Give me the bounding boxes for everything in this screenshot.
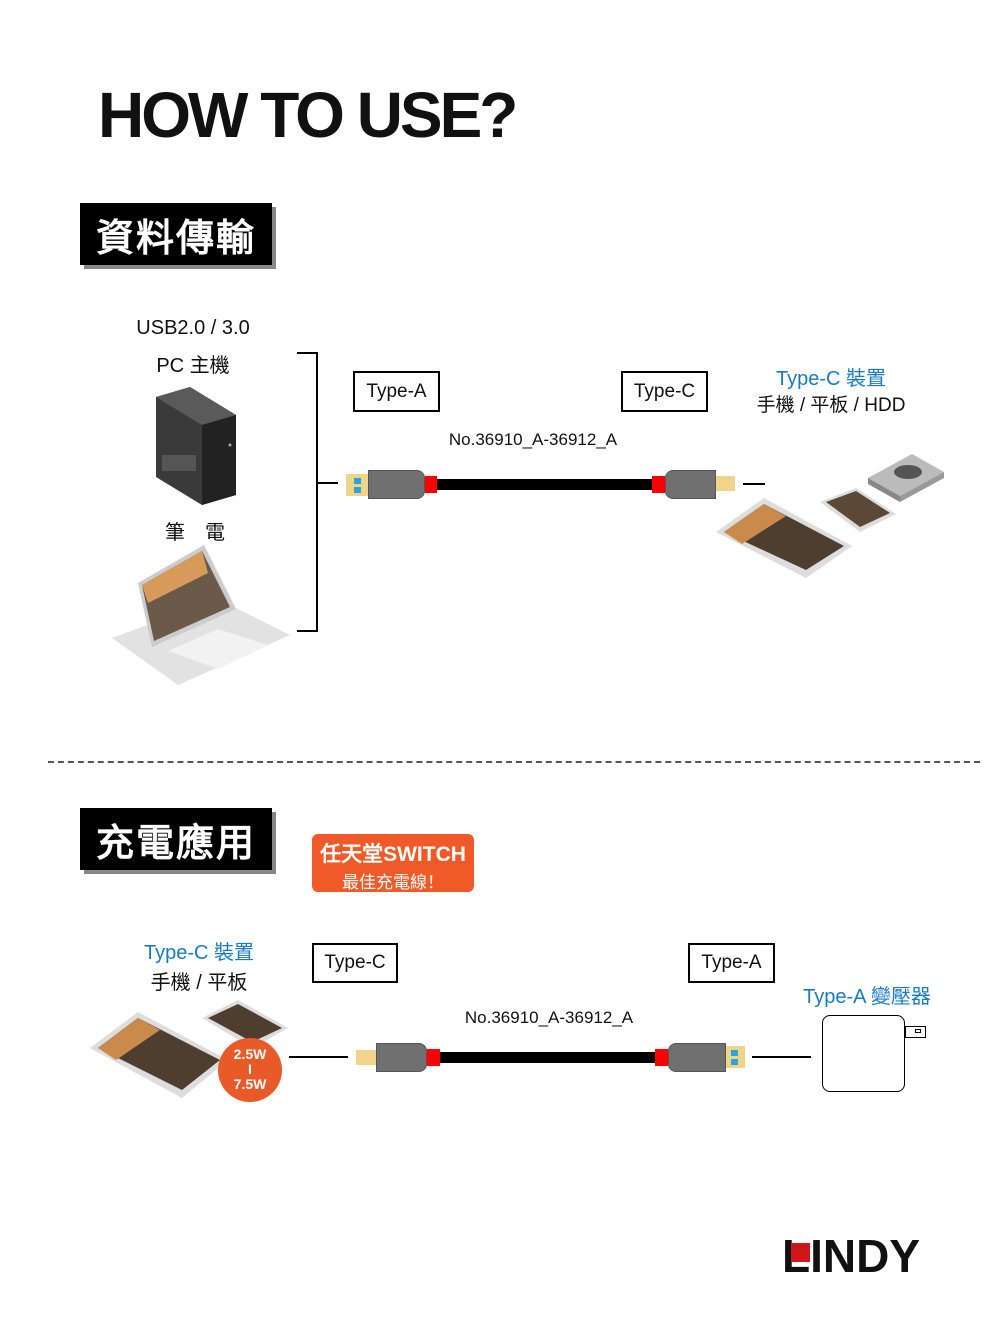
power-adapter-icon [822,1015,905,1092]
lindy-logo: LINDY [782,1233,942,1279]
switch-badge: 任天堂SWITCH 最佳充電線！ [312,834,474,892]
pc-tower-icon [156,387,236,505]
power-range-badge: 2.5W I 7.5W [218,1038,282,1102]
logo-red-square [791,1243,810,1262]
bracket [297,352,318,632]
type-c-device-list: 手機 / 平板 [150,972,248,994]
usb-cable-a-to-c [346,470,766,499]
model-number: No.36910_A-36912_A [448,430,618,449]
section-heading-data-transfer: 資料傳輸 [80,203,272,265]
page-title: HOW TO USE? [98,79,518,151]
usb-cable-c-to-a [289,1042,811,1072]
device-list-text: 手機 / 平板 / [756,395,865,416]
badge-line2: 最佳充電線！ [342,873,444,892]
adapter-plug-icon [905,1026,926,1038]
badge-line1: 任天堂SWITCH [320,843,466,866]
pc-label: PC 主機 [156,355,230,377]
section-heading-charging: 充電應用 [80,808,272,870]
type-a-label-box: Type-A [353,371,440,412]
type-c-label-box: Type-C [621,371,708,412]
section-divider [48,761,980,763]
laptop-icon [112,545,290,685]
type-c-device-title: Type-C 裝置 [775,368,887,390]
power-separator: I [248,1061,252,1077]
power-min: 2.5W [233,1046,267,1062]
device-list-hdd: HDD [864,395,906,416]
type-c-device-title: Type-C 裝置 [143,942,255,964]
adapter-title: Type-A 變壓器 [803,986,931,1008]
type-c-device-list: 手機 / 平板 / HDD [731,390,931,417]
model-number: No.36910_A-36912_A [464,1008,634,1027]
laptop-label: 筆 電 [165,522,225,544]
pc-usb-label: USB2.0 / 3.0 [136,317,250,339]
devices-icon [716,454,944,578]
phone-tablet-icon [90,1000,288,1098]
power-max: 7.5W [233,1076,267,1092]
type-c-label-box: Type-C [312,943,398,983]
type-a-label-box: Type-A [688,943,775,983]
connector-line [318,482,338,484]
